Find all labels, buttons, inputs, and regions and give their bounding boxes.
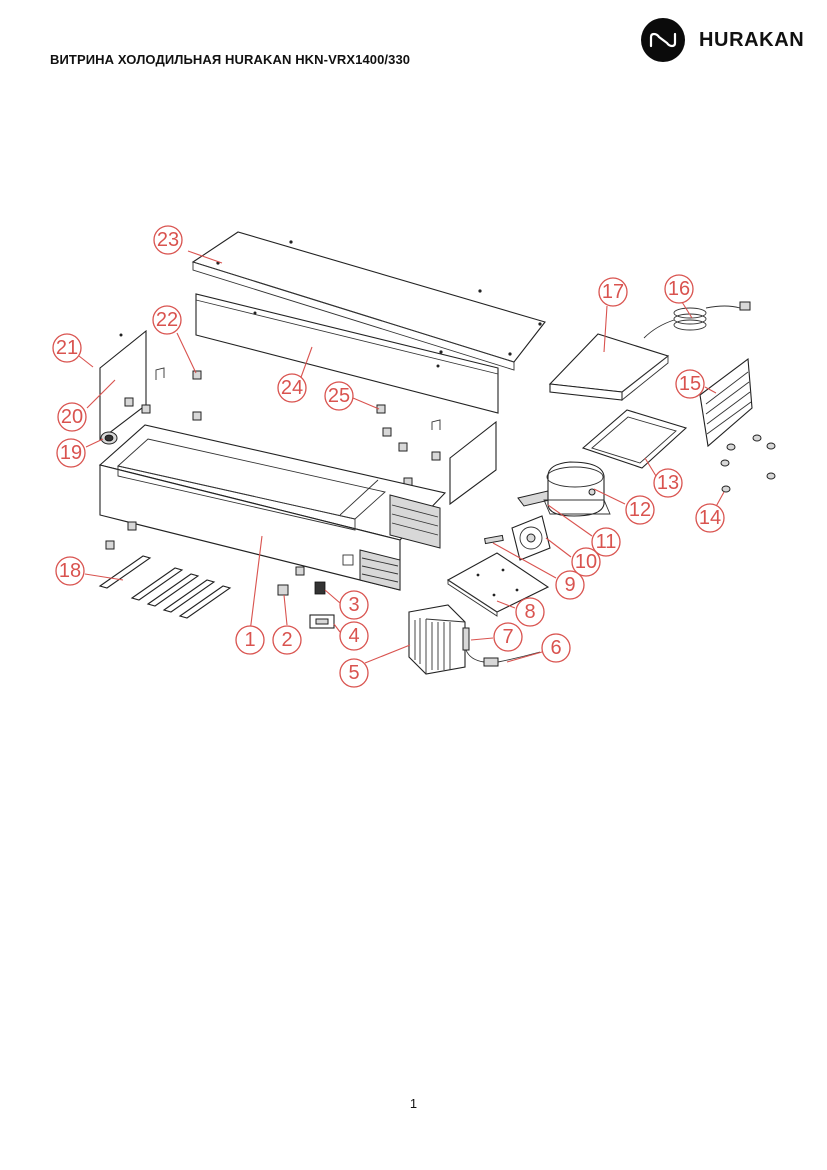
front-vent-grille	[359, 549, 401, 591]
callout-label: 15	[679, 373, 701, 395]
callout-label: 21	[56, 337, 78, 359]
part-evaporator	[699, 357, 753, 448]
callout-label: 3	[348, 594, 359, 616]
callout-label: 10	[575, 551, 597, 573]
callout-19: 19	[56, 438, 86, 468]
callout-13: 13	[653, 468, 683, 498]
part-right-side-panel	[449, 420, 497, 506]
part-main-body	[98, 424, 447, 591]
callout-24: 24	[277, 373, 307, 403]
callout-8: 8	[515, 597, 545, 627]
callout-label: 17	[602, 281, 624, 303]
part-evaporator-cover	[548, 333, 670, 401]
callout-16: 16	[664, 274, 694, 304]
part-switch	[314, 581, 326, 595]
callout-label: 12	[629, 499, 651, 521]
part-back-panel	[195, 293, 499, 414]
callout-label: 13	[657, 472, 679, 494]
callout-label: 25	[328, 385, 350, 407]
callout-7: 7	[493, 622, 523, 652]
part-foot	[277, 584, 289, 596]
part-condenser	[408, 604, 466, 675]
callout-3: 3	[339, 590, 369, 620]
callout-label: 7	[502, 626, 513, 648]
part-left-side-panel	[99, 329, 147, 442]
callout-5: 5	[339, 658, 369, 688]
callout-9: 9	[555, 570, 585, 600]
part-drip-tray	[581, 409, 688, 469]
callout-12: 12	[625, 495, 655, 525]
callout-10: 10	[571, 547, 601, 577]
callout-label: 23	[157, 229, 179, 251]
part-thermostat-knob	[100, 431, 118, 445]
page-number: 1	[409, 1096, 418, 1111]
callout-1: 1	[235, 625, 265, 655]
callout-label: 18	[59, 560, 81, 582]
callout-20: 20	[57, 402, 87, 432]
callout-15: 15	[675, 369, 705, 399]
part-feet	[720, 434, 776, 493]
part-support-rails	[98, 555, 232, 619]
part-compressor	[543, 461, 611, 517]
callout-label: 24	[281, 377, 303, 399]
part-base-plate	[446, 552, 550, 617]
part-evaporator-coil	[643, 301, 751, 339]
hurakan-logo-icon	[641, 18, 685, 62]
brand-name: HURAKAN	[699, 28, 805, 51]
callout-4: 4	[339, 621, 369, 651]
callout-6: 6	[541, 633, 571, 663]
callout-label: 20	[61, 406, 83, 428]
callout-label: 8	[524, 601, 535, 623]
part-filter-drier	[462, 627, 485, 663]
callout-14: 14	[695, 503, 725, 533]
side-vent-grille	[389, 494, 441, 549]
callout-18: 18	[55, 556, 85, 586]
callout-label: 19	[60, 442, 82, 464]
callout-label: 16	[668, 278, 690, 300]
part-fan-bracket	[484, 534, 504, 545]
callout-label: 22	[156, 309, 178, 331]
part-fan	[511, 515, 551, 561]
callout-label: 14	[699, 507, 721, 529]
callout-17: 17	[598, 277, 628, 307]
callout-label: 9	[564, 574, 575, 596]
callout-label: 1	[244, 629, 255, 651]
callout-label: 2	[281, 629, 292, 651]
callout-23: 23	[153, 225, 183, 255]
part-power-cable	[483, 651, 541, 667]
callout-label: 11	[596, 531, 617, 553]
callout-2: 2	[272, 625, 302, 655]
callout-22: 22	[152, 305, 182, 335]
brand-logo: HURAKAN	[641, 18, 804, 62]
callout-25: 25	[324, 381, 354, 411]
part-lid-panel	[191, 231, 546, 371]
document-title: ВИТРИНА ХОЛОДИЛЬНАЯ HURAKAN HKN-VRX1400/…	[50, 52, 411, 67]
part-fittings	[124, 367, 441, 487]
callout-11: 11	[591, 527, 621, 557]
callout-label: 5	[348, 662, 359, 684]
callout-21: 21	[52, 333, 82, 363]
callout-label: 4	[348, 625, 359, 647]
part-relay	[309, 614, 335, 629]
callout-label: 6	[550, 637, 561, 659]
